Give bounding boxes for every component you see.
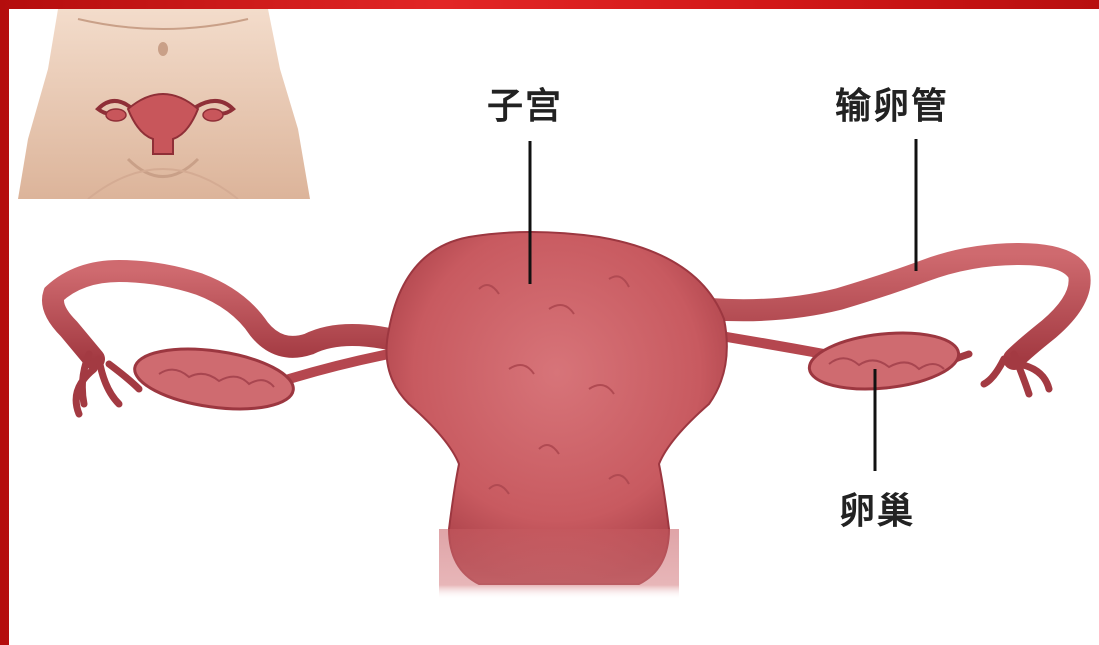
watermark [365, 339, 865, 409]
ovary-label: 卵巢 [839, 494, 915, 530]
left-fallopian-tube [53, 271, 389, 359]
fallopian-tube-label: 输卵管 [835, 89, 949, 125]
uterus-label: 子宫 [487, 89, 563, 125]
slide-canvas: 子宫 输卵管 卵巢 [9, 9, 1099, 645]
